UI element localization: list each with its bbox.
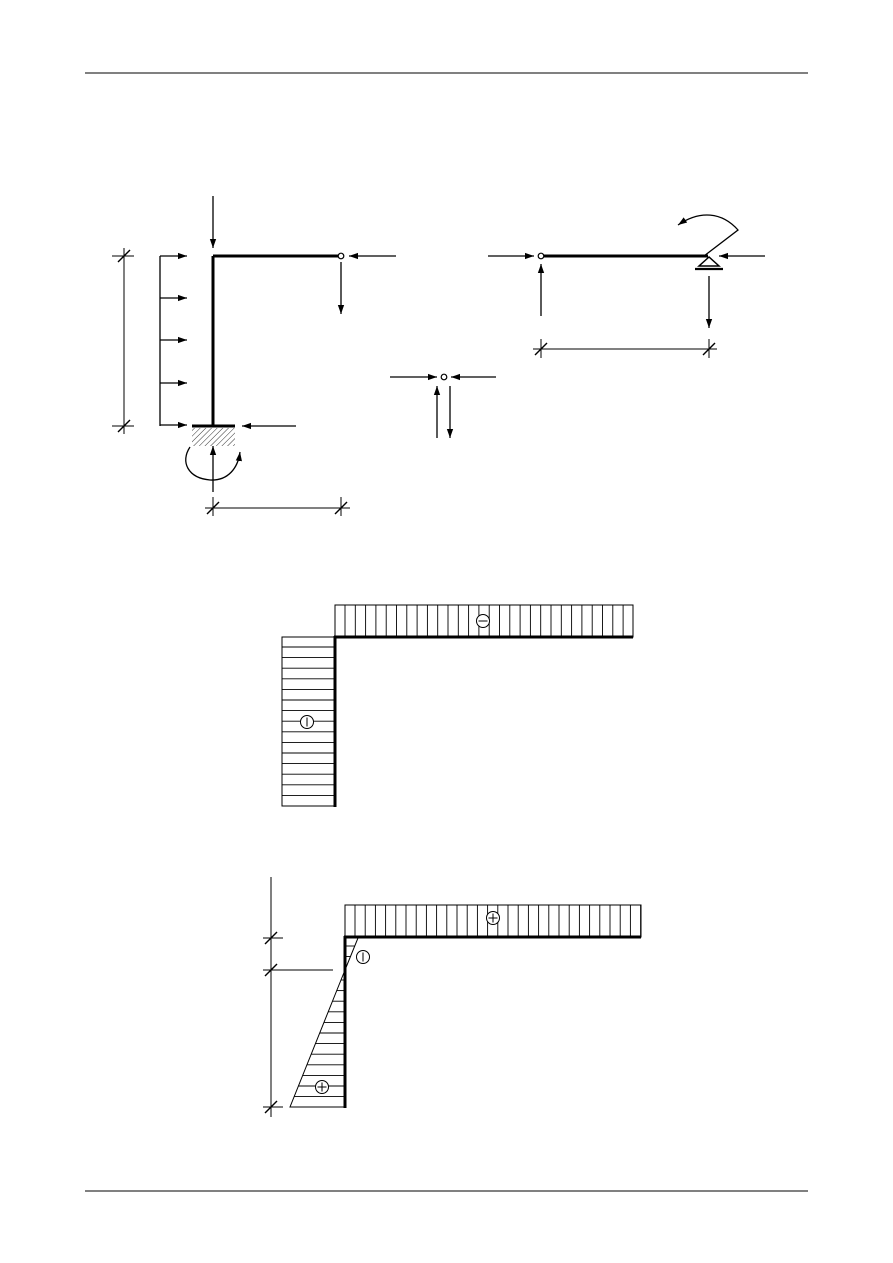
column-frame [112, 196, 396, 516]
shear-horizontal-hatch [354, 905, 642, 937]
hinge-node [440, 373, 448, 381]
shear-vertical-top-triangle [344, 937, 359, 971]
shear-dimension-lines [263, 877, 333, 1117]
column-height-dimension [112, 248, 134, 434]
shear-force-diagram [263, 877, 642, 1117]
axial-horizontal-sign [476, 614, 490, 628]
beam-hinge [537, 252, 545, 260]
shear-vertical-bottom-sign [315, 1080, 329, 1094]
beam-diagram [488, 214, 765, 358]
shear-vertical-top-sign [356, 950, 370, 964]
beam-moment-arrow [677, 214, 739, 257]
shear-horizontal-sign [486, 911, 500, 925]
axial-vertical-hatch [282, 646, 335, 796]
roller-support [697, 255, 721, 267]
axial-force-diagram [281, 604, 634, 807]
axial-vertical-sign [300, 715, 314, 729]
fixed-support-hatch [192, 428, 235, 446]
hinge-node-diagram [390, 373, 496, 438]
arm-length-dimension [205, 497, 350, 516]
arm-hinge [337, 252, 345, 260]
base-moment-reaction-arrow [185, 446, 243, 481]
distributed-load [159, 252, 187, 429]
beam-span-dimension [533, 339, 717, 358]
free-body-diagrams [112, 196, 765, 516]
axial-horizontal-hatch [344, 605, 624, 637]
